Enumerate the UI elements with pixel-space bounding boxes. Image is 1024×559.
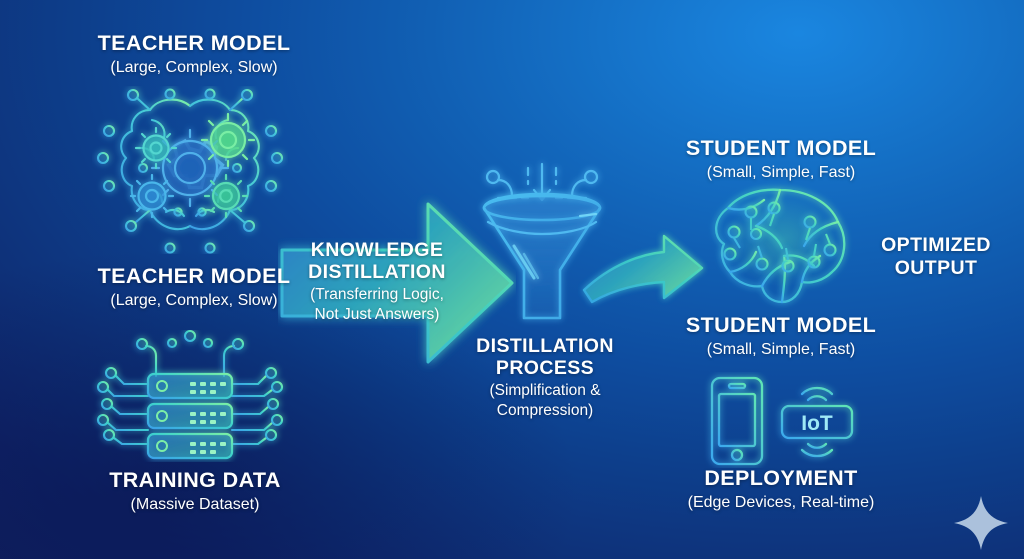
training-data-subtitle: (Massive Dataset) bbox=[130, 495, 260, 513]
student-model-top-title: STUDENT MODEL bbox=[685, 136, 877, 160]
knowledge-distillation-title-line2: DISTILLATION bbox=[308, 260, 446, 283]
smartphone-and-iot-icon: IoT bbox=[710, 376, 854, 466]
deployment-title: DEPLOYMENT bbox=[704, 466, 858, 490]
student-model-top-label: STUDENT MODEL (Small, Simple, Fast) bbox=[666, 136, 896, 182]
deployment-subtitle: (Edge Devices, Real-time) bbox=[687, 493, 875, 511]
knowledge-distillation-title-line1: KNOWLEDGE bbox=[310, 239, 444, 261]
training-data-label: TRAINING DATA (Massive Dataset) bbox=[70, 468, 320, 514]
deployment-label: DEPLOYMENT (Edge Devices, Real-time) bbox=[656, 466, 906, 512]
right-arrow-icon bbox=[280, 202, 514, 364]
optimized-output-title-line1: OPTIMIZED bbox=[881, 234, 991, 256]
funnel-icon bbox=[482, 162, 602, 320]
sparkle-icon bbox=[954, 496, 1008, 550]
brain-with-gears-icon bbox=[96, 88, 284, 254]
training-data-title: TRAINING DATA bbox=[109, 468, 281, 492]
brain-circuit-profile-icon bbox=[715, 188, 846, 304]
distillation-process-label: DISTILLATION PROCESS (Simplification & C… bbox=[460, 335, 630, 420]
teacher-model-top-label: TEACHER MODEL (Large, Complex, Slow) bbox=[66, 31, 322, 77]
optimized-output-label: OPTIMIZED OUTPUT bbox=[852, 234, 1020, 280]
distillation-title-line1: DISTILLATION bbox=[476, 335, 614, 357]
teacher-model-mid-label: TEACHER MODEL (Large, Complex, Slow) bbox=[60, 264, 328, 310]
iot-label: IoT bbox=[801, 412, 833, 435]
student-model-top-subtitle: (Small, Simple, Fast) bbox=[706, 163, 856, 181]
knowledge-distillation-label: KNOWLEDGE DISTILLATION (Transferring Log… bbox=[292, 239, 462, 324]
teacher-model-top-subtitle: (Large, Complex, Slow) bbox=[110, 58, 278, 76]
distillation-subtitle-line2: Compression) bbox=[496, 401, 594, 419]
student-model-mid-title: STUDENT MODEL bbox=[685, 313, 877, 337]
teacher-model-mid-subtitle: (Large, Complex, Slow) bbox=[110, 291, 278, 309]
teacher-model-mid-title: TEACHER MODEL bbox=[97, 264, 291, 288]
distillation-subtitle-line1: (Simplification & bbox=[489, 381, 601, 399]
student-model-mid-subtitle: (Small, Simple, Fast) bbox=[706, 340, 856, 358]
knowledge-distillation-subtitle-line1: (Transferring Logic, bbox=[310, 285, 444, 303]
student-model-mid-label: STUDENT MODEL (Small, Simple, Fast) bbox=[666, 313, 896, 359]
distillation-title-line2: PROCESS bbox=[495, 356, 595, 379]
optimized-output-title-line2: OUTPUT bbox=[894, 257, 978, 279]
knowledge-distillation-subtitle-line2: Not Just Answers) bbox=[314, 305, 440, 323]
teacher-model-top-title: TEACHER MODEL bbox=[97, 31, 291, 55]
curved-right-arrow-icon bbox=[582, 234, 704, 304]
server-stack-circuit-icon bbox=[96, 330, 284, 460]
